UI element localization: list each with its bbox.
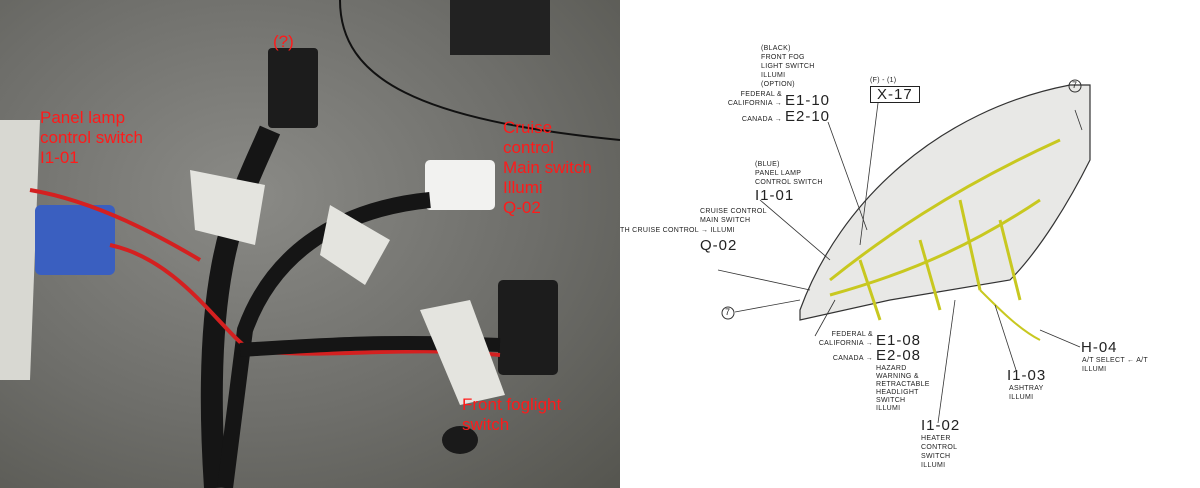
hazard-can-row: CANADA → E2-08	[811, 348, 921, 363]
ground-mark-right: 7	[1072, 80, 1078, 90]
heater-code: I1-02	[921, 417, 961, 434]
hazard-fed-code: E1-08	[876, 332, 922, 349]
x17-sub: (F) - (1)	[870, 77, 897, 84]
x17-code: X-17	[870, 86, 920, 103]
fog-fed-row: FEDERAL & CALIFORNIA → E1-10	[720, 90, 830, 108]
black-connector-top	[268, 48, 318, 128]
tape-strip	[0, 120, 40, 380]
at-desc: A/T SELECT ← A/T ILLUMI	[1082, 357, 1149, 373]
hazard-fed-label: FEDERAL & CALIFORNIA →	[818, 331, 873, 347]
blue-connector	[35, 205, 115, 275]
harness-photo: (?) Panel lamp control switch I1-01 Crui…	[0, 0, 620, 488]
wiring-harness-photo	[0, 0, 620, 488]
heater-desc: HEATER CONTROL SWITCH ILLUMI	[921, 435, 958, 469]
black-connector-fog	[498, 280, 558, 375]
panel-code: I1-01	[755, 187, 795, 204]
panel-desc: (BLUE) PANEL LAMP CONTROL SWITCH	[755, 161, 823, 186]
ground-mark-left: 7	[725, 307, 731, 317]
fog-can-row: CANADA → E2-10	[720, 109, 830, 124]
cruise-label: Cruise control Main switch Illumi Q-02	[503, 118, 592, 217]
foglight-label: Front foglight switch	[462, 395, 562, 434]
ashtray-desc: ASHTRAY ILLUMI	[1009, 385, 1044, 401]
black-connector-top-right	[450, 0, 550, 55]
unknown-label: (?)	[273, 32, 294, 51]
at-code: H-04	[1081, 339, 1118, 356]
fog-can-label: CANADA →	[741, 116, 782, 123]
fog-desc: (BLACK) FRONT FOG LIGHT SWITCH ILLUMI (O…	[761, 45, 815, 88]
fog-can-code: E2-10	[785, 108, 831, 125]
ashtray-code: I1-03	[1007, 367, 1047, 384]
hazard-can-label: CANADA →	[832, 355, 873, 362]
cruise-desc: CRUISE CONTROL MAIN SWITCH	[700, 208, 767, 224]
fog-fed-code: E1-10	[785, 92, 831, 109]
white-connector	[425, 160, 495, 210]
hazard-fed-row: FEDERAL & CALIFORNIA → E1-08	[811, 330, 921, 348]
fog-fed-label: FEDERAL & CALIFORNIA →	[727, 91, 782, 107]
dashboard-drawing	[717, 79, 1091, 424]
panel-lamp-label: Panel lamp control switch I1-01	[40, 108, 143, 167]
cruise-code: Q-02	[700, 237, 738, 254]
hazard-desc: HAZARD WARNING & RETRACTABLE HEADLIGHT S…	[876, 365, 930, 412]
wiring-diagram: (BLACK) FRONT FOG LIGHT SWITCH ILLUMI (O…	[620, 0, 1200, 488]
hazard-can-code: E2-08	[876, 347, 922, 364]
cruise-side: TH CRUISE CONTROL → ILLUMI	[620, 227, 735, 234]
